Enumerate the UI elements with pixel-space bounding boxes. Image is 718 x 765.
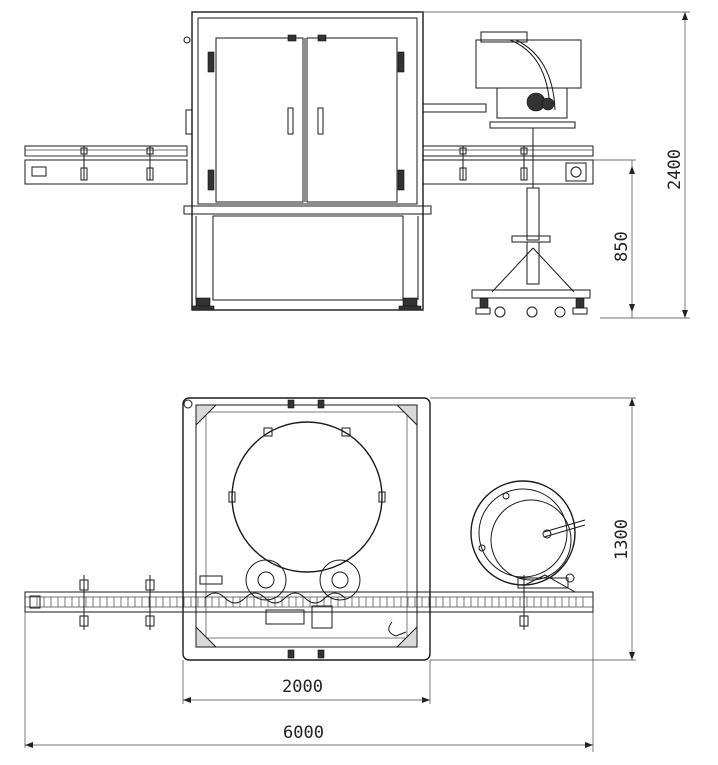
- front-bowl-feeder: [471, 31, 591, 318]
- front-dimension-lines: [420, 11, 690, 319]
- front-left-conveyor: [24, 145, 188, 185]
- dim-conveyor-height: 850: [612, 231, 632, 262]
- top-conveyor: [24, 575, 594, 630]
- top-dimension-lines: [24, 397, 636, 752]
- front-cabinet: [183, 11, 432, 311]
- top-machine-frame: [182, 397, 431, 661]
- dim-top-depth: 1300: [612, 519, 632, 560]
- front-view: 2400 850: [24, 11, 690, 319]
- front-right-conveyor: [422, 145, 594, 185]
- dim-total-length: 6000: [283, 723, 324, 743]
- top-view: 1300 2000 6000: [24, 397, 636, 752]
- dim-machine-width: 2000: [282, 677, 323, 697]
- dim-total-height: 2400: [665, 149, 685, 190]
- top-bowl-feeder: [470, 480, 586, 593]
